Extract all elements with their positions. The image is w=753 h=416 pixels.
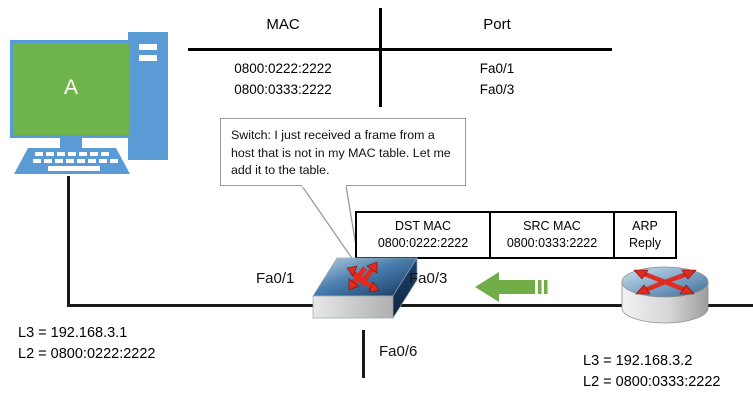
frame-header-table: DST MAC 0800:0222:2222 SRC MAC 0800:0333… — [355, 211, 677, 259]
mac-table-cell-port: Fa0/1 — [479, 61, 515, 76]
mac-address-table: MAC Port 0800:0222:2222 Fa0/1 0800:0333:… — [188, 4, 612, 108]
frame-cell-src-mac: SRC MAC 0800:0333:2222 — [491, 213, 615, 257]
router-address-info: L3 = 192.168.3.2 L2 = 0800:0333:2222 — [583, 351, 720, 393]
port-label-fa03: Fa0/3 — [409, 270, 448, 287]
router-l3-address: L3 = 192.168.3.2 — [583, 353, 693, 369]
link-pc-to-switch-vertical — [67, 176, 70, 306]
host-a-computer: A — [8, 26, 172, 178]
mac-table-column-divider — [379, 8, 382, 107]
host-a-screen-label: A — [64, 76, 78, 99]
mac-table-header-mac: MAC — [266, 16, 300, 33]
frame-cell-value: Reply — [629, 236, 661, 250]
callout-pointer-tail — [300, 184, 410, 274]
link-horizontal-backbone — [67, 304, 753, 307]
frame-cell-value: 0800:0222:2222 — [377, 236, 469, 250]
switch-callout-text: Switch: I just received a frame from a h… — [231, 128, 451, 177]
port-label-fa01: Fa0/1 — [256, 270, 295, 287]
mac-table-cell-mac: 0800:0222:2222 — [234, 61, 332, 76]
host-a-address-info: L3 = 192.168.3.1 L2 = 0800:0222:2222 — [18, 323, 155, 365]
frame-cell-value: 0800:0333:2222 — [506, 236, 598, 250]
mac-table-header-rule — [188, 48, 612, 51]
mac-table-cell-mac: 0800:0333:2222 — [234, 82, 332, 97]
frame-cell-label: SRC MAC — [523, 219, 581, 233]
network-switch — [305, 256, 425, 334]
frame-cell-label: ARP — [632, 219, 658, 233]
switch-callout-box: Switch: I just received a frame from a h… — [220, 118, 466, 186]
network-router — [618, 258, 712, 332]
frame-cell-arp: ARP Reply — [615, 213, 675, 257]
port-label-fa06: Fa0/6 — [379, 343, 418, 360]
host-a-l3-address: L3 = 192.168.3.1 — [18, 325, 128, 341]
host-a-l2-address: L2 = 0800:0222:2222 — [18, 346, 156, 362]
frame-cell-label: DST MAC — [394, 219, 452, 233]
frame-direction-arrow-icon — [473, 270, 573, 304]
link-switch-fa06 — [362, 330, 365, 378]
frame-cell-dst-mac: DST MAC 0800:0222:2222 — [357, 213, 491, 257]
mac-table-cell-port: Fa0/3 — [479, 82, 515, 97]
mac-table-header-port: Port — [483, 16, 511, 33]
router-l2-address: L2 = 0800:0333:2222 — [583, 374, 721, 390]
